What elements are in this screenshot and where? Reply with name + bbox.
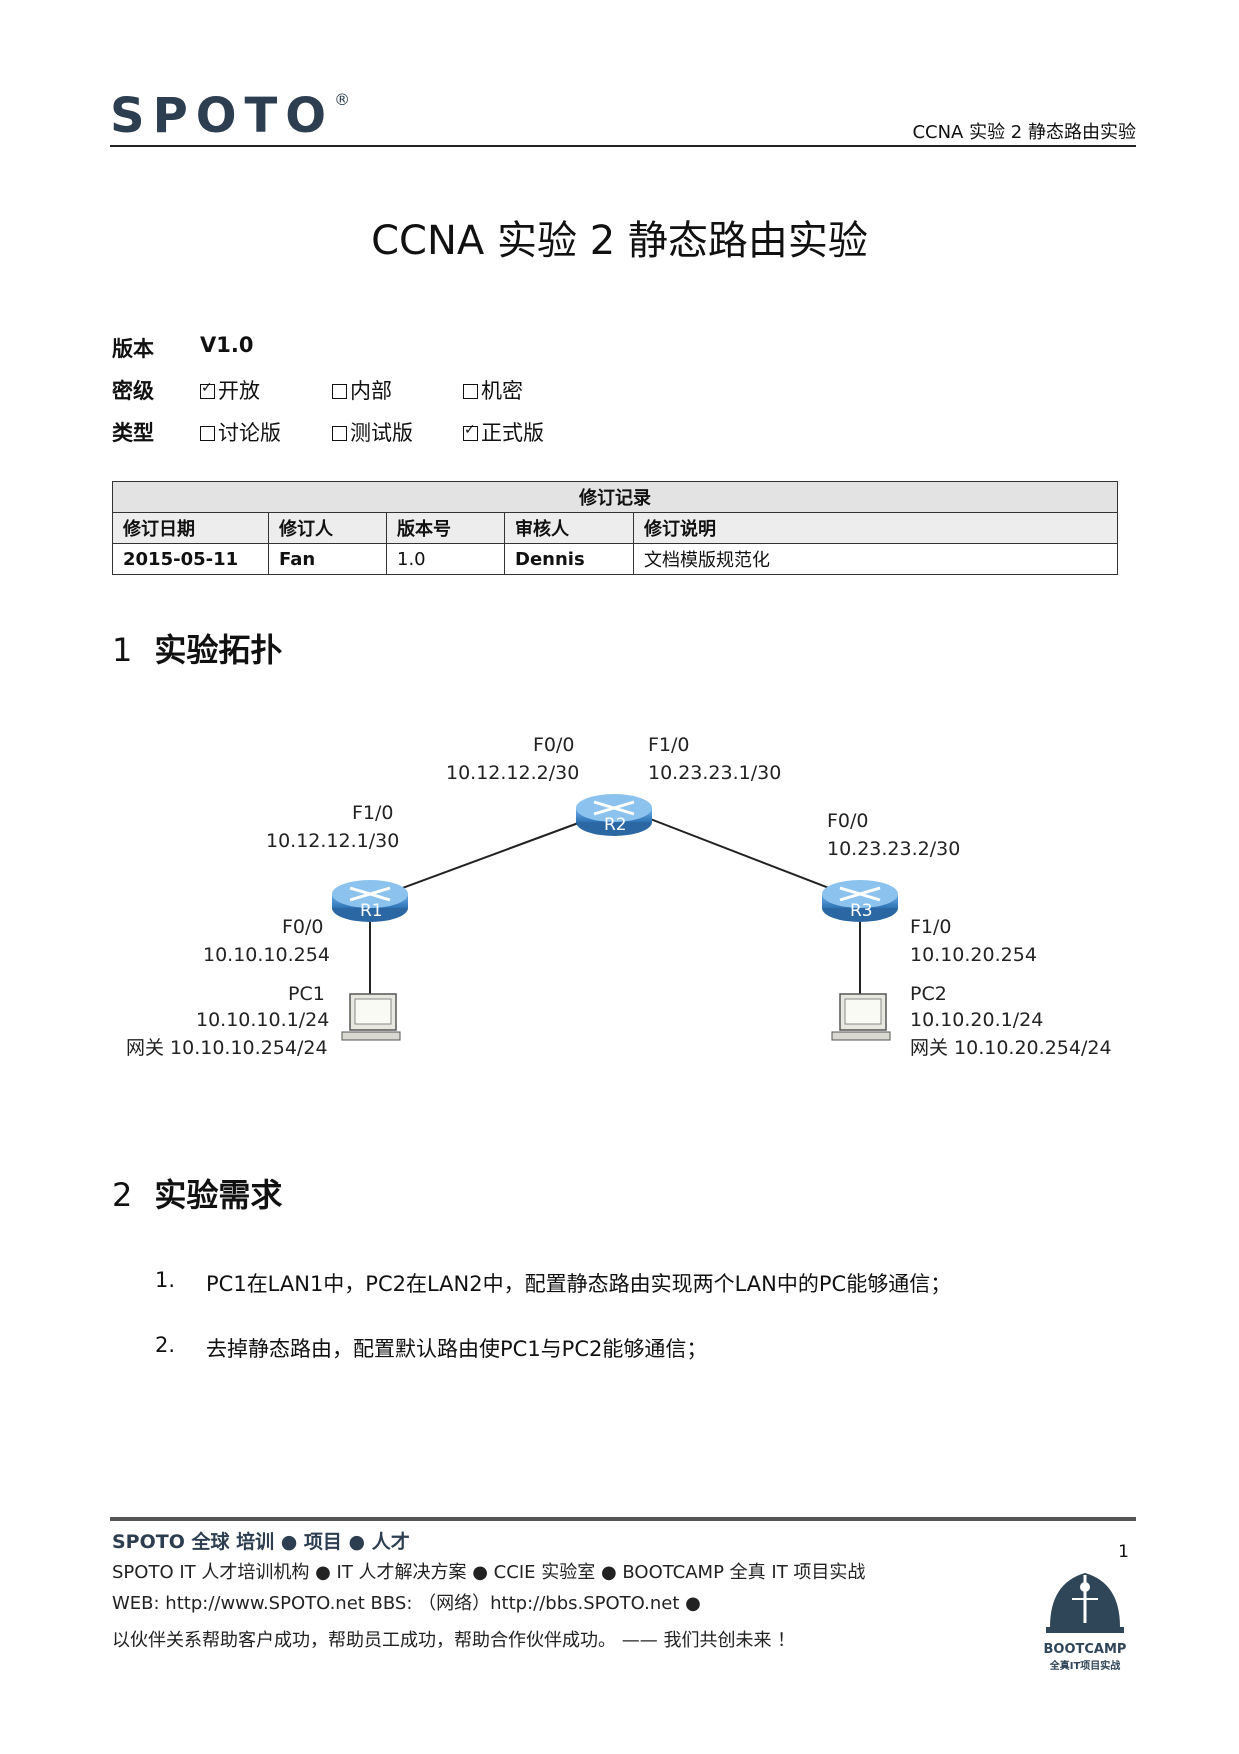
router-r3-label: R3 — [850, 901, 873, 921]
pc2-gateway: 网关 10.10.20.254/24 — [910, 1037, 1112, 1059]
column-header: 版本号 — [386, 512, 505, 544]
document-title: CCNA 实验 2 静态路由实验 — [371, 218, 868, 264]
r2-f00-ip: 10.12.12.2/30 — [446, 762, 580, 784]
column-header: 修订人 — [268, 512, 387, 544]
router-r3-icon — [822, 880, 898, 922]
r3-f10-ip: 10.10.20.254 — [910, 944, 1037, 966]
checked-box-icon — [200, 380, 215, 399]
pc2-label: PC2 — [910, 983, 947, 1005]
link-r2-r3 — [639, 814, 861, 901]
checkbox-icon — [332, 384, 347, 399]
header-rule — [110, 145, 1136, 147]
table-cell: Dennis — [504, 543, 634, 575]
requirement-text: PC1在LAN1中，PC2在LAN2中，配置静态路由实现两个LAN中的PC能够通… — [206, 1272, 952, 1296]
link-r1-r2 — [369, 814, 601, 901]
column-header: 修订日期 — [112, 512, 269, 544]
spoto-logo: SPOTO® — [110, 88, 351, 144]
footer-links: WEB: http://www.SPOTO.net BBS: （网络）http:… — [112, 1593, 701, 1614]
router-r1-icon — [332, 880, 408, 922]
r3-f10-label: F1/0 — [910, 916, 952, 938]
page-number: 1 — [1118, 1542, 1129, 1562]
r3-f00-label: F0/0 — [827, 810, 869, 832]
type-option-formal: 正式版 — [463, 417, 544, 447]
table-cell: 2015-05-11 — [112, 543, 269, 575]
pc1-ip: 10.10.10.1/24 — [196, 1009, 330, 1031]
router-r1-label: R1 — [360, 901, 383, 921]
r1-f00-ip: 10.10.10.254 — [203, 944, 330, 966]
table-cell: Fan — [268, 543, 387, 575]
pc1-gateway: 网关 10.10.10.254/24 — [126, 1037, 328, 1059]
version-value: V1.0 — [200, 333, 254, 357]
checkbox-icon — [332, 426, 347, 441]
r3-f00-ip: 10.23.23.2/30 — [827, 838, 961, 860]
r2-f10-label: F1/0 — [648, 734, 690, 756]
checked-box-icon — [463, 422, 478, 441]
column-header: 修订说明 — [633, 512, 1118, 544]
bootcamp-subtitle: 全真IT项目实战 — [1049, 1661, 1121, 1672]
pc2-icon — [831, 993, 891, 1041]
table-row: 2015-05-11 Fan 1.0 Dennis 文档模版规范化 — [112, 543, 1118, 575]
secrecy-option-open: 开放 — [200, 375, 260, 405]
r1-f00-label: F0/0 — [282, 916, 324, 938]
running-header-title: CCNA 实验 2 静态路由实验 — [912, 122, 1136, 143]
secrecy-option-secret: 机密 — [463, 375, 523, 405]
pc1-label: PC1 — [288, 983, 325, 1005]
revision-table: 修订记录 修订日期 修订人 版本号 审核人 修订说明 2015-05-11 Fa… — [112, 481, 1118, 575]
pc1-icon — [341, 993, 401, 1041]
type-option-test: 测试版 — [332, 417, 413, 447]
column-header: 审核人 — [504, 512, 634, 544]
requirement-text: 去掉静态路由，配置默认路由使PC1与PC2能够通信； — [206, 1337, 708, 1361]
footer-mission: 以伙伴关系帮助客户成功，帮助员工成功，帮助合作伙伴成功。 —— 我们共创未来 ！ — [112, 1630, 796, 1651]
r1-f10-label: F1/0 — [352, 802, 394, 824]
type-option-discussion: 讨论版 — [200, 417, 281, 447]
r2-f00-label: F0/0 — [533, 734, 575, 756]
type-label: 类型 — [112, 421, 154, 445]
router-r2-icon — [576, 794, 652, 836]
bootcamp-title: BOOTCAMP — [1043, 1642, 1127, 1657]
secrecy-option-internal: 内部 — [332, 375, 392, 405]
requirement-number: 2. — [155, 1333, 176, 1357]
router-r2-label: R2 — [604, 815, 627, 835]
version-label: 版本 — [112, 337, 154, 361]
secrecy-label: 密级 — [112, 379, 154, 403]
footer-rule — [110, 1517, 1136, 1521]
pc2-ip: 10.10.20.1/24 — [910, 1009, 1044, 1031]
bootcamp-emblem-icon — [1046, 1573, 1124, 1633]
revision-table-caption: 修订记录 — [112, 481, 1118, 513]
r1-f10-ip: 10.12.12.1/30 — [266, 830, 400, 852]
network-topology-diagram: R2 R1 R3 F0/0 10.12.12.2/30 F1/0 10.23.2… — [0, 700, 1239, 1100]
bootcamp-logo: BOOTCAMP 全真IT项目实战 — [1040, 1565, 1130, 1675]
checkbox-icon — [463, 384, 478, 399]
table-header-row: 修订日期 修订人 版本号 审核人 修订说明 — [112, 512, 1118, 544]
table-cell: 文档模版规范化 — [633, 543, 1118, 575]
r2-f10-ip: 10.23.23.1/30 — [648, 762, 782, 784]
footer-services: SPOTO IT 人才培训机构 ● IT 人才解决方案 ● CCIE 实验室 ●… — [112, 1562, 866, 1583]
table-cell: 1.0 — [386, 543, 505, 575]
checkbox-icon — [200, 426, 215, 441]
footer-slogan: SPOTO 全球 培训 ● 项目 ● 人才 — [112, 1531, 410, 1553]
requirement-number: 1. — [155, 1268, 176, 1292]
